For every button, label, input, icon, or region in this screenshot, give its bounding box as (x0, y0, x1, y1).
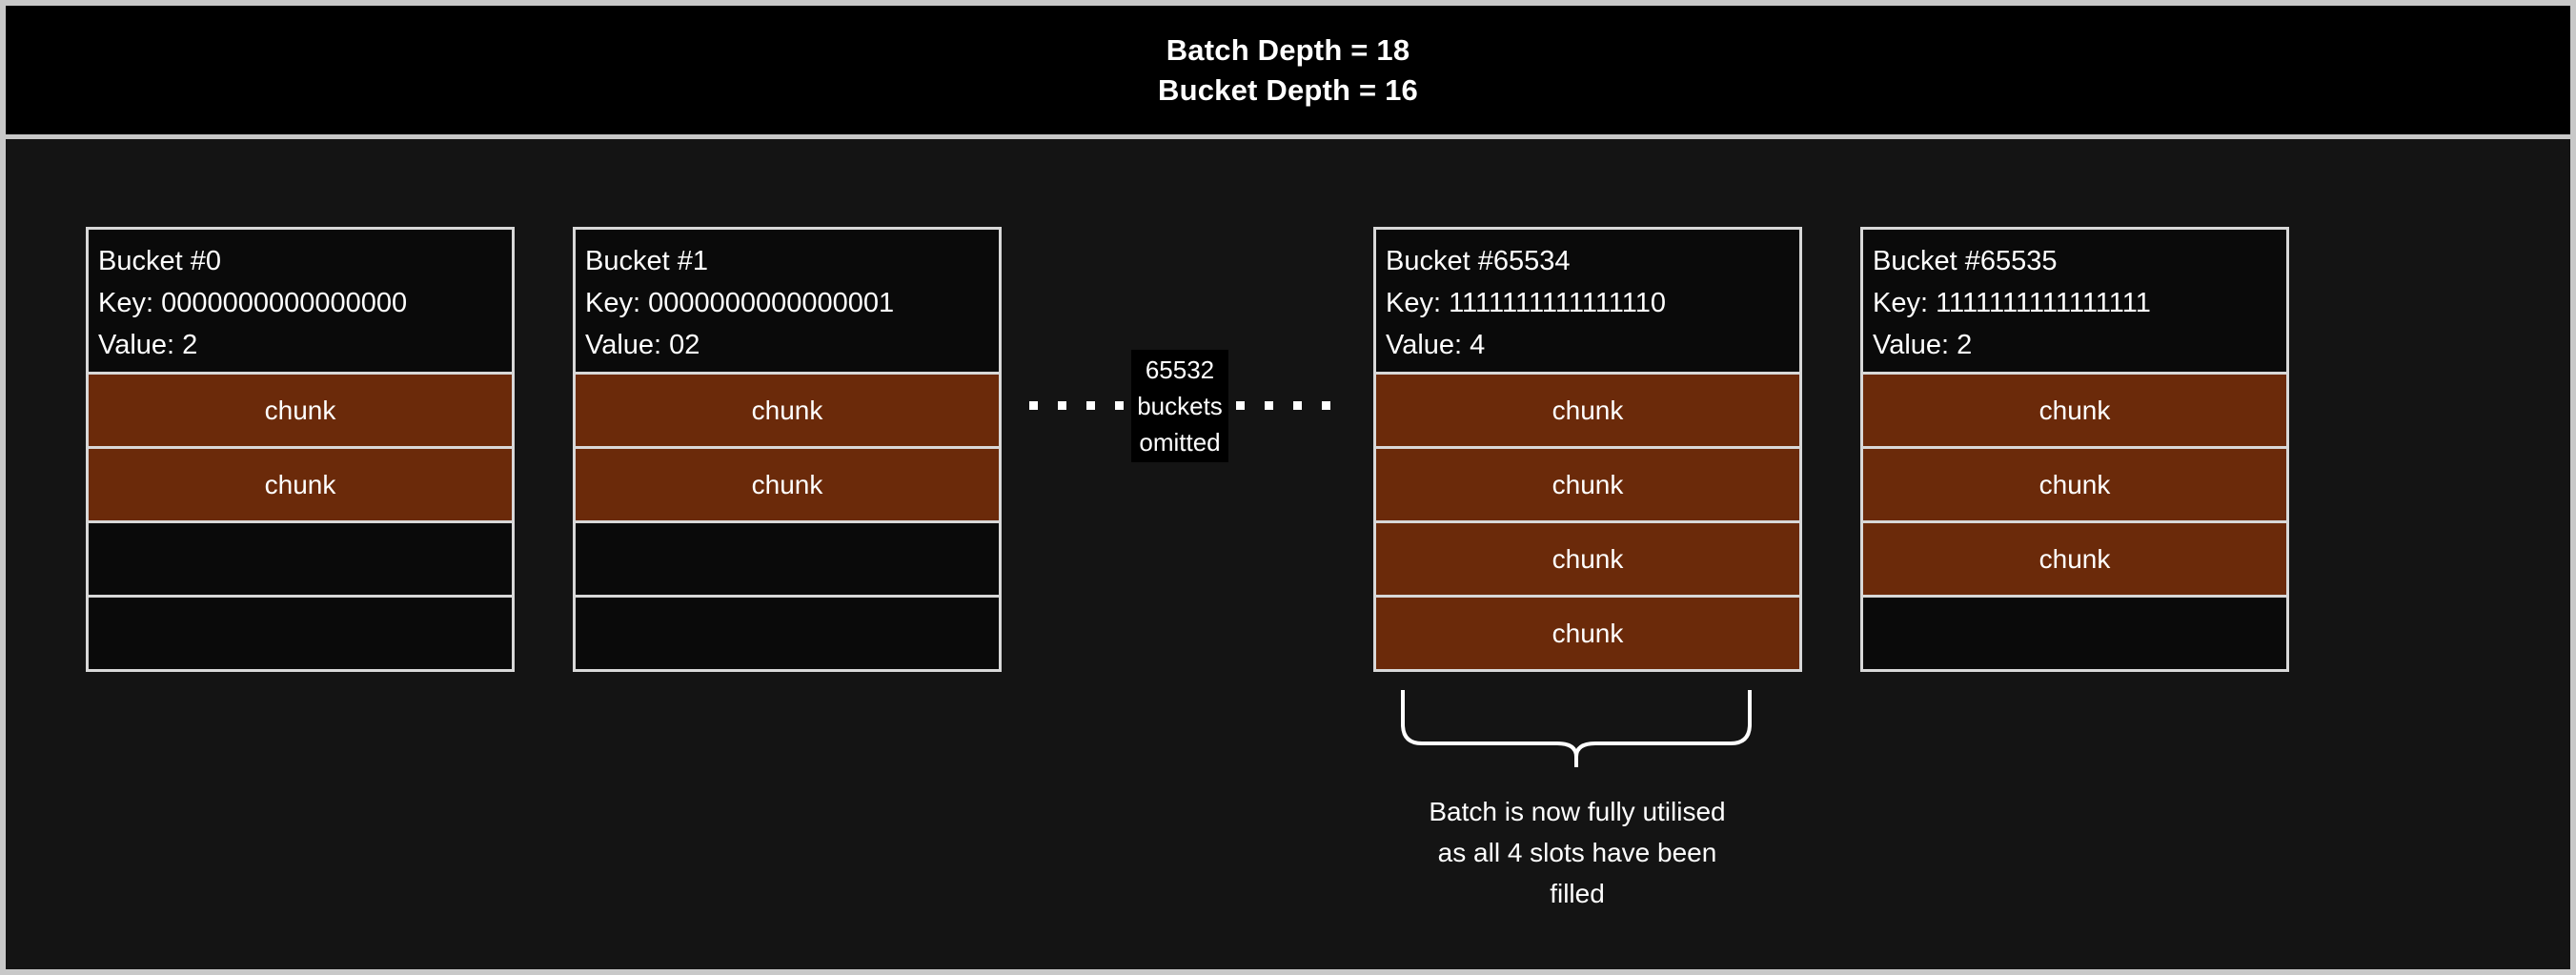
bucket-slot: chunk (1373, 375, 1802, 449)
bucket-slot: chunk (573, 375, 1002, 449)
bucket-slot: chunk (1860, 523, 2289, 598)
chunk-label: chunk (264, 469, 336, 499)
bucket-info-box: Bucket #65534 Key: 1111111111111110 Valu… (1373, 227, 1802, 375)
bucket-slot: chunk (1860, 449, 2289, 523)
chunk-label: chunk (2038, 395, 2111, 425)
bucket-slot-empty (86, 598, 515, 672)
omitted-buckets-indicator: 65532 buckets omitted (1027, 346, 1332, 465)
bucket-slot: chunk (1373, 598, 1802, 672)
diagram-header: Batch Depth = 18 Bucket Depth = 16 (6, 6, 2570, 139)
bucket-key: Key: 1111111111111111 (1873, 288, 2151, 318)
bucket-column-65534: Bucket #65534 Key: 1111111111111110 Valu… (1373, 227, 1802, 672)
bucket-info-box: Bucket #0 Key: 0000000000000000 Value: 2 (86, 227, 515, 375)
bucket-info-box: Bucket #1 Key: 0000000000000001 Value: 0… (573, 227, 1002, 375)
chunk-label: chunk (264, 395, 336, 425)
bucket-title: Bucket #65535 (1873, 246, 2058, 276)
bucket-key: Key: 0000000000000000 (98, 288, 408, 318)
square-dot-icon (1321, 401, 1330, 410)
bucket-slot-empty (1860, 598, 2289, 672)
bucket-slot-empty (573, 523, 1002, 598)
omitted-label: 65532 buckets omitted (1131, 349, 1228, 462)
bucket-column-65535: Bucket #65535 Key: 1111111111111111 Valu… (1860, 227, 2289, 672)
chunk-label: chunk (1552, 543, 1624, 574)
square-dot-icon (1029, 401, 1039, 410)
bucket-value: Value: 02 (585, 330, 700, 360)
caption-line-3: filled (1550, 879, 1605, 908)
bucket-slot: chunk (573, 449, 1002, 523)
square-dot-icon (1235, 401, 1245, 410)
bucket-key: Key: 0000000000000001 (585, 288, 895, 318)
caption-line-1: Batch is now fully utilised (1429, 797, 1726, 826)
caption-line-2: as all 4 slots have been (1437, 838, 1717, 867)
bucket-title: Bucket #1 (585, 246, 708, 276)
bucket-column-0: Bucket #0 Key: 0000000000000000 Value: 2… (86, 227, 515, 672)
bucket-title: Bucket #0 (98, 246, 221, 276)
omitted-verb: omitted (1139, 427, 1221, 457)
bucket-depth-label: Bucket Depth = 16 (1157, 72, 1418, 107)
bucket-slot: chunk (1860, 375, 2289, 449)
omitted-count: 65532 (1145, 355, 1215, 384)
bucket-value: Value: 4 (1386, 330, 1486, 360)
bucket-slot-empty (86, 523, 515, 598)
omitted-noun: buckets (1137, 391, 1223, 420)
bucket-slot: chunk (86, 449, 515, 523)
bucket-slot-empty (573, 598, 1002, 672)
bucket-value: Value: 2 (98, 330, 198, 360)
chunk-label: chunk (751, 469, 823, 499)
square-dot-icon (1292, 401, 1302, 410)
chunk-label: chunk (751, 395, 823, 425)
ellipsis-dots-left (1022, 401, 1131, 410)
bucket-title: Bucket #65534 (1386, 246, 1571, 276)
bucket-slot: chunk (86, 375, 515, 449)
chunk-label: chunk (1552, 469, 1624, 499)
bucket-slot: chunk (1373, 523, 1802, 598)
chunk-label: chunk (2038, 469, 2111, 499)
chunk-label: chunk (1552, 395, 1624, 425)
bucket-key: Key: 1111111111111110 (1386, 288, 1667, 318)
curly-brace-icon (1399, 688, 1754, 769)
bucket-column-1: Bucket #1 Key: 0000000000000001 Value: 0… (573, 227, 1002, 672)
chunk-label: chunk (2038, 543, 2111, 574)
square-dot-icon (1264, 401, 1273, 410)
chunk-label: chunk (1552, 618, 1624, 648)
square-dot-icon (1058, 401, 1067, 410)
batch-depth-label: Batch Depth = 18 (1166, 32, 1410, 67)
square-dot-icon (1115, 401, 1125, 410)
square-dot-icon (1086, 401, 1096, 410)
ellipsis-dots-right (1228, 401, 1338, 410)
annotation-caption: Batch is now fully utilised as all 4 slo… (1344, 791, 1811, 914)
bucket-info-box: Bucket #65535 Key: 1111111111111111 Valu… (1860, 227, 2289, 375)
bucket-slot: chunk (1373, 449, 1802, 523)
bucket-value: Value: 2 (1873, 330, 1973, 360)
